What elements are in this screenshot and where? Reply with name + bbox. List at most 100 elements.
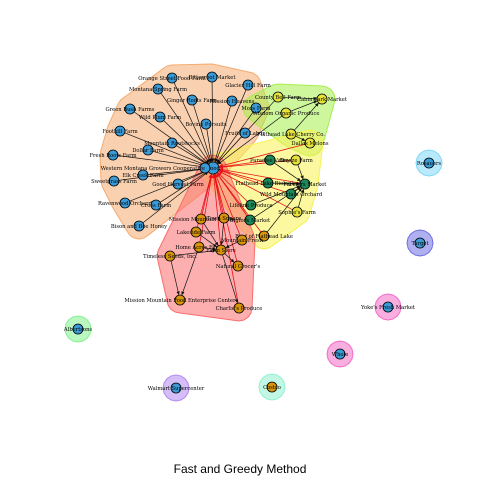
node-n1[interactable]: Orange Street Food Farm <box>138 72 206 84</box>
node-circle[interactable] <box>226 95 238 107</box>
node-circle[interactable] <box>166 137 178 149</box>
node-i5[interactable]: Whole <box>332 348 349 360</box>
node-circle[interactable] <box>244 214 256 226</box>
node-y4[interactable]: Farmers Market <box>284 178 328 190</box>
node-circle[interactable] <box>166 72 178 84</box>
node-circle[interactable] <box>199 162 211 174</box>
node-circle[interactable] <box>285 128 297 140</box>
node-n5[interactable]: Ginger Roots Farm <box>167 94 217 106</box>
node-circle[interactable] <box>164 250 176 262</box>
node-n12[interactable]: Mountain Rootstocks <box>144 137 200 149</box>
node-n19[interactable]: Ravenwood Orchard <box>98 197 153 209</box>
node-n8[interactable]: Green Bush Farms <box>106 103 155 115</box>
node-y13[interactable]: Mountain Fresh <box>221 234 264 246</box>
node-i1[interactable]: Rosauers <box>417 157 442 169</box>
node-circle[interactable] <box>206 71 218 83</box>
node-n22[interactable]: Fruits of Labor <box>225 127 265 139</box>
node-y12[interactable]: Beef of Flathead Lake <box>235 230 293 242</box>
node-circle[interactable] <box>266 381 278 393</box>
node-circle[interactable] <box>195 213 207 225</box>
node-y5[interactable]: Wild Mountain Orchard <box>260 188 323 200</box>
node-circle[interactable] <box>190 226 202 238</box>
node-n2[interactable]: Bitterroot Market <box>189 71 237 83</box>
node-r3[interactable]: Timeless Seeds, Inc. <box>143 250 197 262</box>
node-n11[interactable]: Foothill Farm <box>102 125 138 137</box>
node-circle[interactable] <box>264 154 276 166</box>
node-y1[interactable]: Paradise Valley <box>250 154 290 166</box>
node-circle[interactable] <box>215 244 227 256</box>
node-r4[interactable]: Natural Grocer's <box>216 260 261 272</box>
node-i7[interactable]: Costco <box>263 381 281 393</box>
node-n18[interactable]: Good Harvest Farm <box>152 178 204 190</box>
node-g1[interactable]: County Bell Farm <box>255 91 301 103</box>
node-n9[interactable]: Wild Plum Farm <box>139 111 181 123</box>
node-n16[interactable]: Elk Creek Farm <box>122 169 164 181</box>
node-circle[interactable] <box>423 157 435 169</box>
node-n17[interactable]: Sweetgrass Farm <box>91 175 137 187</box>
node-circle[interactable] <box>232 260 244 272</box>
node-g2[interactable]: Cabin Park Market <box>297 93 348 105</box>
node-r6[interactable]: Charlie's Produce <box>216 302 263 314</box>
node-y7[interactable]: Sophie's Farm <box>278 206 316 218</box>
node-circle[interactable] <box>186 94 198 106</box>
node-circle[interactable] <box>382 301 394 313</box>
node-circle[interactable] <box>280 107 292 119</box>
node-circle[interactable] <box>250 102 262 114</box>
node-y6[interactable]: Lifeline Produce <box>229 199 273 211</box>
node-circle[interactable] <box>193 241 205 253</box>
node-circle[interactable] <box>174 294 186 306</box>
node-n3[interactable]: Glacier Hill Farm <box>225 79 271 91</box>
node-circle[interactable] <box>258 230 270 242</box>
node-circle[interactable] <box>299 178 311 190</box>
node-circle[interactable] <box>218 212 230 224</box>
node-g4[interactable]: Flathead Lake Cherry Co. <box>257 128 325 140</box>
node-y8[interactable]: Mission Mountain Fresh <box>169 213 234 225</box>
node-y11[interactable]: Lakeside Farm <box>177 226 216 238</box>
node-n4[interactable]: Montana Spring Farm <box>129 83 187 95</box>
node-n14[interactable]: Fresh Roots Farm <box>89 149 137 161</box>
node-i3[interactable]: Yoke's Fresh Market <box>360 301 416 313</box>
node-circle[interactable] <box>108 175 120 187</box>
node-y9[interactable]: Town Square <box>207 212 241 224</box>
node-y10[interactable]: Bigfork Market <box>230 214 271 226</box>
node-circle[interactable] <box>172 178 184 190</box>
node-circle[interactable] <box>291 206 303 218</box>
node-circle[interactable] <box>119 197 131 209</box>
node-circle[interactable] <box>272 91 284 103</box>
node-circle[interactable] <box>245 199 257 211</box>
node-r1[interactable]: Home Acres Farm <box>175 241 223 253</box>
node-n13[interactable]: Dollar Farm <box>132 144 164 156</box>
node-circle[interactable] <box>290 154 302 166</box>
node-g3[interactable]: Wisdom Organic Produce <box>252 107 320 119</box>
node-circle[interactable] <box>414 237 426 249</box>
node-y2[interactable]: Breeze Farm <box>279 154 313 166</box>
node-circle[interactable] <box>239 127 251 139</box>
node-circle[interactable] <box>152 83 164 95</box>
node-n15[interactable]: Western Montana Growers Cooperative <box>101 162 211 174</box>
node-circle[interactable] <box>304 137 316 149</box>
node-i2[interactable]: Target <box>411 237 429 249</box>
node-circle[interactable] <box>242 79 254 91</box>
node-circle[interactable] <box>72 323 84 335</box>
node-i4[interactable]: Albertsons <box>63 323 92 335</box>
node-circle[interactable] <box>142 144 154 156</box>
node-n10[interactable]: Bovine Pursuits <box>185 118 227 130</box>
node-circle[interactable] <box>200 118 212 130</box>
node-circle[interactable] <box>285 188 297 200</box>
node-circle[interactable] <box>114 125 126 137</box>
node-circle[interactable] <box>236 234 248 246</box>
node-g5[interactable]: Dallas Melons <box>291 137 329 149</box>
node-circle[interactable] <box>316 93 328 105</box>
node-circle[interactable] <box>233 302 245 314</box>
node-i6[interactable]: Walmart Supercenter <box>148 382 205 394</box>
node-n7[interactable]: Moss Farm <box>241 102 271 114</box>
node-circle[interactable] <box>133 220 145 232</box>
node-circle[interactable] <box>150 199 162 211</box>
node-circle[interactable] <box>137 169 149 181</box>
node-circle[interactable] <box>107 149 119 161</box>
node-n6[interactable]: Mission Heavens <box>210 95 255 107</box>
node-circle[interactable] <box>124 103 136 115</box>
node-y3[interactable]: Flathead Lake Biological <box>235 177 301 189</box>
node-r2[interactable]: Farm Store <box>206 244 236 256</box>
node-circle[interactable] <box>170 382 182 394</box>
